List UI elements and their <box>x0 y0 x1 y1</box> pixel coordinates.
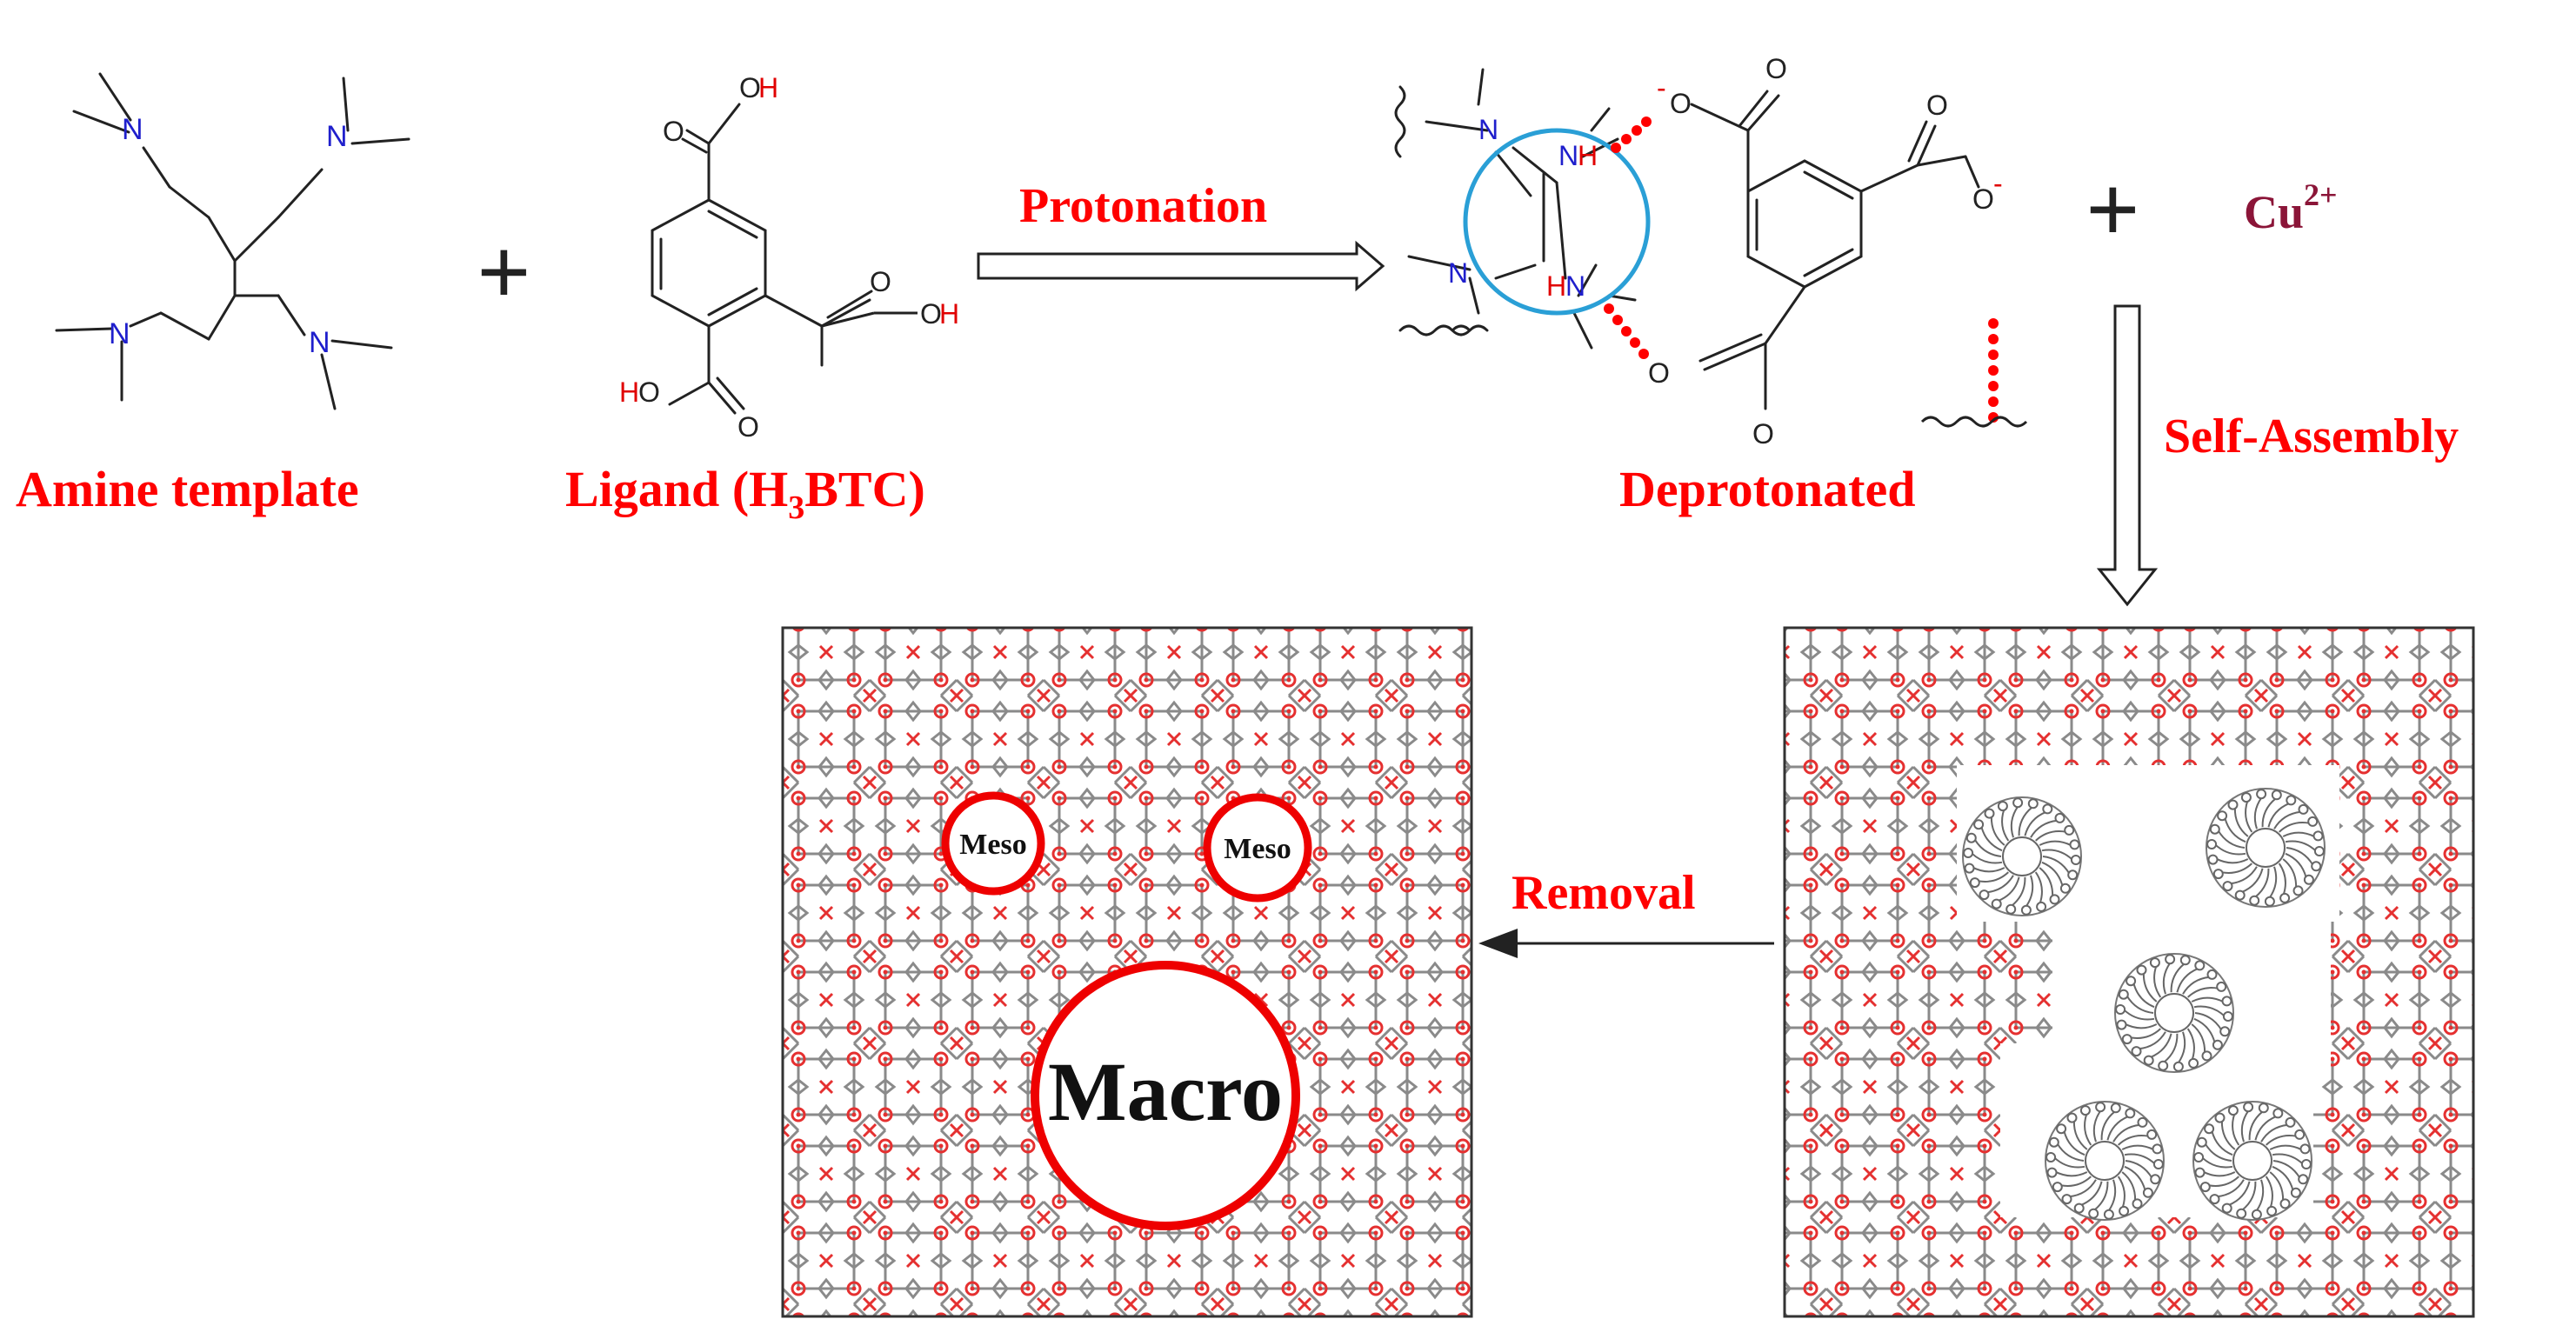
deprot-n-1: N <box>1478 114 1498 145</box>
micelle-4 <box>2045 1101 2165 1221</box>
removal-arrow <box>1478 929 1774 958</box>
deprot-n-2: N <box>1448 257 1468 289</box>
deprot-minus-top: - <box>1657 72 1666 103</box>
deprot-o-bottom: O <box>1752 418 1774 450</box>
macro-pore <box>1031 961 1300 1230</box>
amine-n-4: N <box>309 326 330 359</box>
meso-label-2: Meso <box>1224 833 1291 865</box>
ligand-label-prefix: Ligand (H <box>565 461 788 517</box>
deprot-o-top: O <box>1765 53 1787 84</box>
amine-nitrogen-labels: N N N N <box>109 113 348 359</box>
ligand-ho-bottom-o: O <box>638 376 660 408</box>
micelle-2 <box>2206 788 2326 908</box>
copper-ion-label: Cu2+ <box>2244 177 2338 238</box>
deprot-o-right-top: O <box>1926 90 1948 121</box>
plus-sign-2: + <box>2085 157 2140 263</box>
deprot-hn-bottom-h: H <box>1546 270 1566 302</box>
amine-template-structure <box>55 72 410 410</box>
ligand-right-oh <box>821 311 918 328</box>
ligand-atom-labels: O O H O O O O O O O H O O <box>619 72 891 443</box>
self-assembly-arrow <box>2096 304 2159 607</box>
ligand-o-right: O <box>870 266 891 297</box>
deprot-hn-bottom-n: N <box>1565 270 1585 302</box>
ligand-right-oh-h-label: H <box>939 298 959 330</box>
deprot-ominus-top: O <box>1670 88 1692 119</box>
hydrogen-bond-dots <box>1604 117 1999 423</box>
plus-sign-1: + <box>477 219 531 325</box>
deprot-nh-top-h: H <box>1578 140 1598 171</box>
copper-ion-charge: 2+ <box>2304 177 2338 212</box>
amine-n-3: N <box>109 317 130 350</box>
amine-host-circle <box>1463 128 1651 316</box>
ligand-o-top: O <box>663 116 684 147</box>
micelle-5 <box>2192 1101 2312 1221</box>
deprot-nh-top-n: N <box>1558 140 1578 171</box>
meso-pore-1 <box>941 791 1045 896</box>
ligand-right-oh-o-label: O <box>920 298 942 330</box>
copper-ion-base: Cu <box>2244 186 2304 238</box>
meso-pore-2 <box>1203 793 1312 903</box>
deprotonated-amine <box>1394 68 1637 350</box>
ligand-o-bottom: O <box>737 411 759 443</box>
amine-template-label: Amine template <box>16 461 359 517</box>
ligand-oh-top-h: H <box>758 72 778 103</box>
macro-label: Macro <box>1048 1045 1283 1138</box>
amine-n-1: N <box>122 113 143 146</box>
deprot-wavy-right <box>1920 416 2028 428</box>
micelle-3 <box>2114 953 2234 1073</box>
protonation-label: Protonation <box>1019 179 1267 233</box>
protonation-arrow <box>977 240 1385 292</box>
micelle-1 <box>1962 796 2082 916</box>
removal-label: Removal <box>1512 866 1696 920</box>
deprot-o-bottom-left: O <box>1648 357 1670 389</box>
deprot-minus-right: - <box>1993 168 2003 199</box>
amine-n-2: N <box>326 120 348 153</box>
meso-label-1: Meso <box>959 829 1026 861</box>
self-assembly-label: Self-Assembly <box>2164 410 2459 463</box>
deprot-ominus-right: O <box>1972 183 1994 215</box>
ligand-label: Ligand (H3BTC) <box>565 461 925 526</box>
templated-framework-panel <box>1783 626 2475 1318</box>
ligand-oh-top-o: O <box>739 72 761 103</box>
ligand-label-subscript: 3 <box>788 490 804 526</box>
ligand-structure <box>651 103 873 415</box>
deprotonated-ligand <box>1690 90 1980 410</box>
ligand-ho-bottom-h: H <box>619 376 639 408</box>
hierarchical-framework-panel <box>781 626 1473 1318</box>
ligand-label-suffix: BTC) <box>804 461 925 517</box>
deprotonated-label: Deprotonated <box>1619 461 1915 517</box>
